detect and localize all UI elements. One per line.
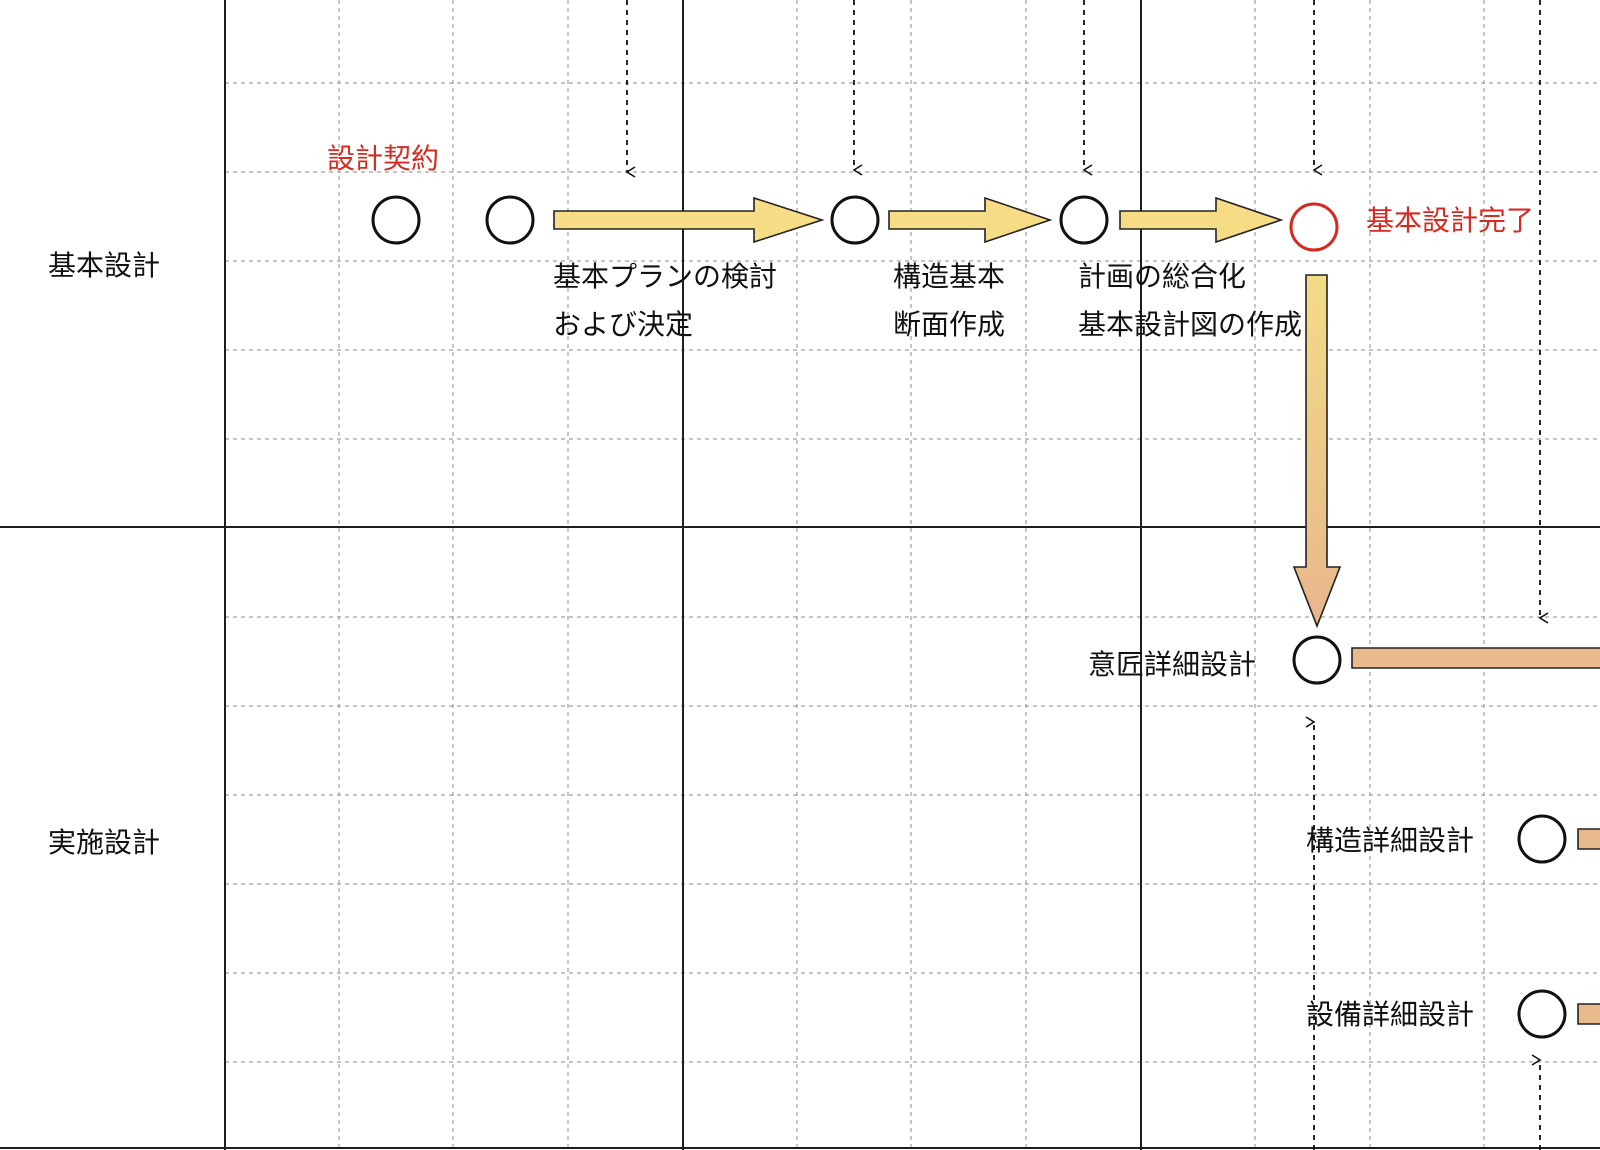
step-plan-label-line2: および決定 <box>553 308 693 341</box>
flow-arrow-right-detail <box>1577 1003 1600 1025</box>
node-design-detail <box>1292 635 1342 685</box>
task-equipment-detail-label: 設備詳細設計 <box>1306 998 1474 1031</box>
step-structure-label-line1: 構造基本 <box>893 260 1005 293</box>
node-plan-start <box>485 195 535 245</box>
task-structure-detail-label: 構造詳細設計 <box>1306 824 1474 857</box>
phase-label-basic: 基本設計 <box>48 249 160 282</box>
dependency-arrows <box>625 0 1549 1150</box>
step-structure-label-line2: 断面作成 <box>893 308 1005 341</box>
milestone-contract-label: 設計契約 <box>327 142 439 175</box>
flow-arrow-right <box>888 196 1053 244</box>
step-plan-label-line1: 基本プランの検討 <box>553 260 777 293</box>
milestone-nodes <box>371 195 1567 1039</box>
dashed-grid <box>225 0 1600 1150</box>
node-plan-done <box>830 195 880 245</box>
flow-arrow-down <box>1292 274 1342 629</box>
task-design-detail-label: 意匠詳細設計 <box>1088 648 1256 681</box>
flow-arrow-right-detail <box>1577 828 1600 850</box>
node-basic-complete <box>1289 202 1339 252</box>
step-integrate-label-line1: 計画の総合化 <box>1078 260 1246 293</box>
flow-arrow-right-detail <box>1351 647 1600 669</box>
flow-arrow-right <box>1119 196 1284 244</box>
node-equipment-detail <box>1517 989 1567 1039</box>
node-structure-done <box>1059 195 1109 245</box>
milestone-basic-complete-label: 基本設計完了 <box>1366 204 1534 237</box>
step-integrate-label-line2: 基本設計図の作成 <box>1078 308 1302 341</box>
phase-label-detailed: 実施設計 <box>48 826 160 859</box>
flow-arrow-right <box>553 196 825 244</box>
node-contract <box>371 195 421 245</box>
node-structure-detail <box>1517 814 1567 864</box>
labels: 基本設計 実施設計 設計契約 基本設計完了 基本プランの検討 および決定 構造基… <box>48 142 1534 1031</box>
flow-arrows <box>553 196 1600 1025</box>
